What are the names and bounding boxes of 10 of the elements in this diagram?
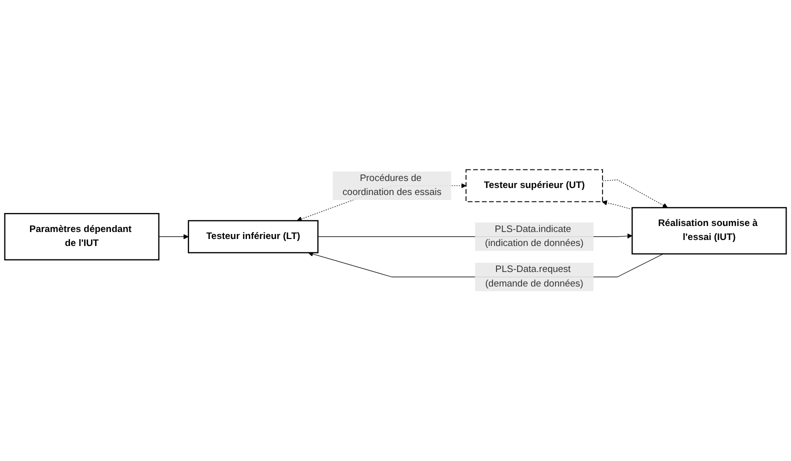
edge-label: PLS-Data.indicate (indication de données) bbox=[485, 224, 584, 249]
arrow bbox=[602, 180, 668, 208]
node-box: Paramètres dépendant de l'IUT bbox=[4, 213, 160, 260]
node-box: Réalisation soumise à l'essai (IUT) bbox=[632, 207, 787, 254]
node-box: Testeur supérieur (UT) bbox=[466, 169, 603, 202]
edge-label: PLS-Data.request (demande de données) bbox=[485, 264, 584, 289]
arrow bbox=[602, 200, 632, 210]
edge-label: Procédures de coordination des essais bbox=[342, 173, 442, 198]
node-box: Testeur inférieur (LT) bbox=[188, 220, 319, 254]
arrow bbox=[158, 234, 189, 240]
